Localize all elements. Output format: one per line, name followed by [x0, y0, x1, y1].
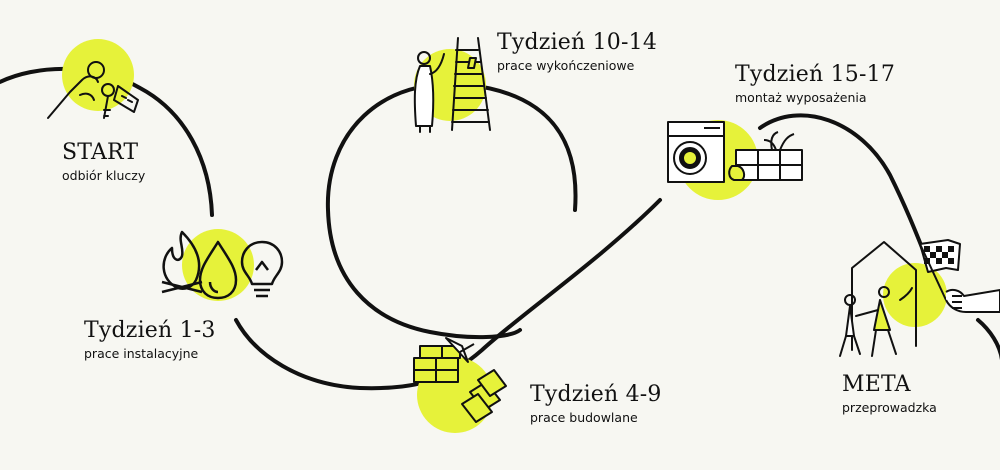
milestone-week-4-9: Tydzień 4-9 prace budowlane	[530, 382, 662, 426]
milestone-week-15-17: Tydzień 15-17 montaż wyposażenia	[735, 62, 895, 106]
checkered-flag-icon	[919, 239, 1000, 313]
keys-hand-icon	[47, 61, 139, 119]
road-path	[0, 66, 1000, 391]
milestone-title: META	[842, 372, 911, 397]
milestone-start: START odbiór kluczy	[62, 140, 145, 184]
milestone-title: Tydzień 10-14	[497, 30, 658, 55]
milestone-subtitle: odbiór kluczy	[62, 168, 146, 183]
milestone-title: Tydzień 1-3	[84, 318, 216, 343]
fire-icon	[161, 230, 203, 294]
milestone-meta: META przeprowadzka	[842, 372, 937, 416]
house-people-icon	[839, 241, 917, 357]
water-drop-icon	[198, 240, 238, 300]
milestone-subtitle: montaż wyposażenia	[735, 90, 867, 105]
ladder-worker-icon	[413, 37, 491, 133]
milestone-subtitle: przeprowadzka	[842, 400, 937, 415]
plant-shelf-icon	[728, 131, 803, 181]
milestone-title: START	[62, 140, 139, 165]
milestone-subtitle: prace wykończeniowe	[497, 58, 635, 73]
milestone-subtitle: prace instalacyjne	[84, 346, 199, 361]
bricks-trowel-icon	[413, 337, 507, 423]
light-bulb-icon	[240, 240, 284, 298]
milestone-week-10-14: Tydzień 10-14 prace wykończeniowe	[497, 30, 657, 74]
washing-machine-icon	[667, 121, 725, 183]
milestone-title: Tydzień 15-17	[735, 62, 896, 87]
milestone-title: Tydzień 4-9	[530, 382, 662, 407]
milestone-subtitle: prace budowlane	[530, 410, 638, 425]
milestone-week-1-3: Tydzień 1-3 prace instalacyjne	[84, 318, 216, 362]
